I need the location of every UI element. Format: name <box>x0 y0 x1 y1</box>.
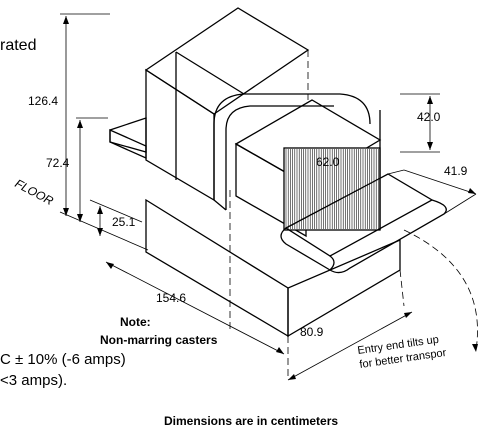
tunnel-frame <box>213 93 382 238</box>
dim-conveyor-width: 41.9 <box>444 164 468 178</box>
dim-overall-height: 126.4 <box>28 94 58 108</box>
note-title: Note: <box>120 315 151 329</box>
dim-caster-height: 25.1 <box>112 215 136 229</box>
footer-note: Dimensions are in centimeters <box>164 414 338 428</box>
side-table <box>109 117 147 160</box>
main-cabinet <box>145 190 405 380</box>
rated-fragment: rated <box>0 37 36 54</box>
electrical-line2: <3 amps). <box>0 372 67 389</box>
tall-housing <box>144 7 310 202</box>
electrical-line1: C ± 10% (-6 amps) <box>0 351 126 368</box>
floor-label: FLOOR <box>13 176 56 208</box>
dim-tunnel-height: 42.0 <box>417 110 441 124</box>
entry-conveyor <box>280 169 447 274</box>
dim-overall-depth: 80.9 <box>300 325 324 339</box>
dim-overall-length: 154.6 <box>156 291 186 305</box>
left-dimension-lines <box>59 13 149 251</box>
lead-curtain <box>283 147 381 231</box>
dim-table-height: 72.4 <box>46 156 70 170</box>
right-dimension-lines <box>105 93 478 381</box>
dim-tunnel-width: 62.0 <box>316 155 340 169</box>
note-body: Non-marring casters <box>100 333 218 347</box>
